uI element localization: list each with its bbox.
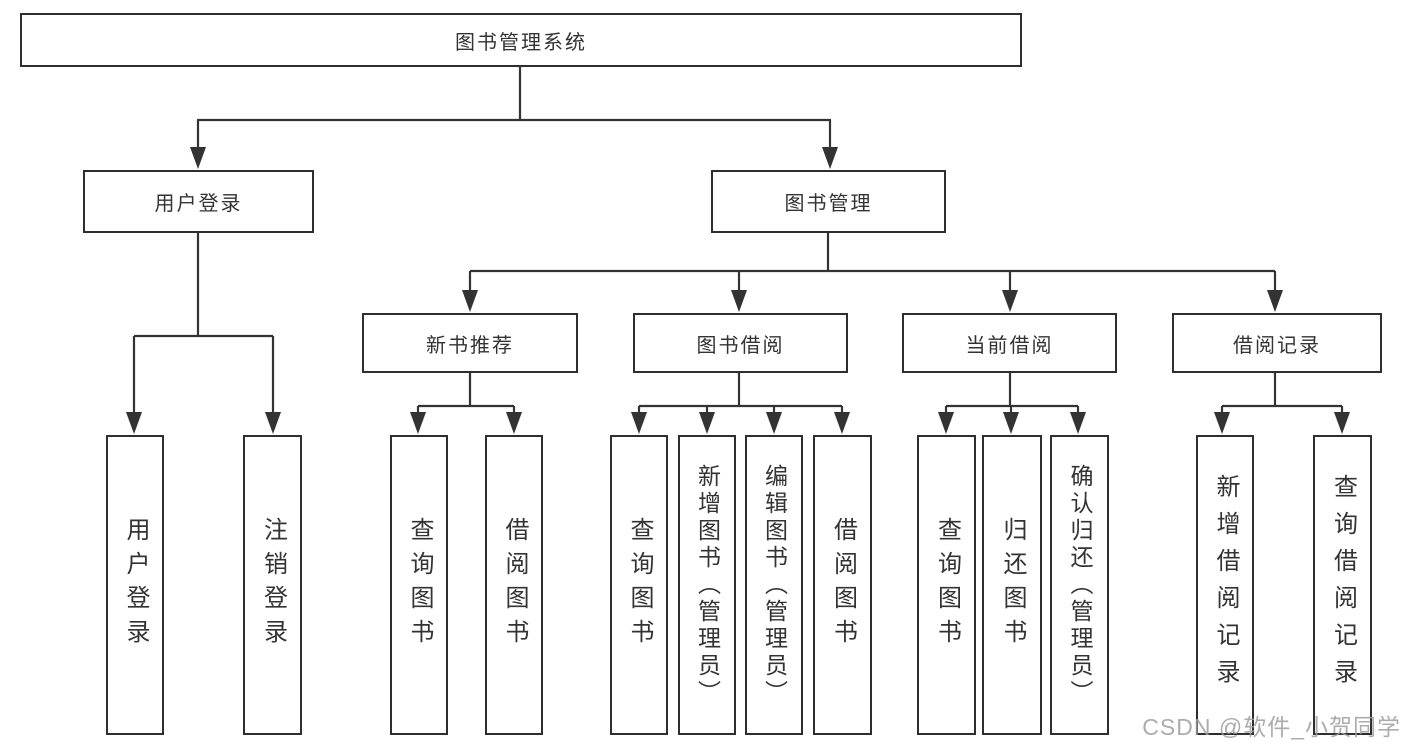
leaf-label: 注销登录	[259, 517, 287, 653]
leaf-confirm-return-admin: 确认归还（管理员）	[1050, 435, 1109, 735]
leaf-label: 新增借阅记录	[1212, 474, 1239, 696]
leaf-label: 归还图书	[999, 517, 1026, 653]
leaf-label: 编辑图书（管理员）	[761, 463, 788, 707]
leaf-logout: 注销登录	[243, 435, 302, 735]
leaf-label: 借阅图书	[501, 517, 528, 653]
leaf-label: 查询借阅记录	[1329, 474, 1357, 696]
leaf-query-books-borrow: 查询图书	[610, 435, 668, 735]
leaf-add-book-admin: 新增图书（管理员）	[678, 435, 736, 735]
leaf-edit-book-admin: 编辑图书（管理员）	[745, 435, 803, 735]
node-borrow-records: 借阅记录	[1172, 313, 1382, 373]
node-label: 新书推荐	[426, 334, 514, 357]
node-new-book-recommend: 新书推荐	[362, 313, 578, 373]
node-label: 当前借阅	[965, 334, 1054, 357]
arrowheads	[126, 147, 1350, 434]
node-book-management: 图书管理	[711, 170, 946, 233]
leaf-label: 确认归还（管理员）	[1067, 463, 1093, 707]
leaf-label: 新增图书（管理员）	[694, 463, 721, 707]
node-label: 用户登录	[154, 193, 243, 215]
leaf-borrow-books: 借阅图书	[813, 435, 872, 735]
leaf-user-login: 用户登录	[106, 435, 164, 735]
node-label: 图书管理系统	[455, 31, 587, 54]
node-label: 图书管理	[784, 193, 873, 215]
leaf-label: 借阅图书	[829, 517, 857, 653]
leaf-query-borrow-record: 查询借阅记录	[1313, 435, 1372, 735]
leaf-borrow-books-recommend: 借阅图书	[485, 435, 543, 735]
node-book-borrow: 图书借阅	[633, 313, 848, 373]
leaf-label: 查询图书	[626, 517, 653, 653]
node-label: 图书借阅	[696, 334, 785, 357]
leaf-return-books: 归还图书	[982, 435, 1042, 735]
node-current-borrow: 当前借阅	[902, 313, 1117, 373]
node-library-management-system: 图书管理系统	[20, 13, 1022, 67]
leaf-add-borrow-record: 新增借阅记录	[1196, 435, 1254, 735]
node-user-login: 用户登录	[83, 170, 314, 233]
leaf-label: 查询图书	[406, 517, 433, 653]
leaf-query-books-current: 查询图书	[917, 435, 976, 735]
watermark-text: CSDN @软件_小贺同学	[1142, 714, 1401, 740]
leaf-label: 查询图书	[933, 517, 961, 653]
node-label: 借阅记录	[1233, 334, 1321, 357]
leaf-query-books-recommend: 查询图书	[390, 435, 448, 735]
leaf-label: 用户登录	[122, 517, 149, 653]
